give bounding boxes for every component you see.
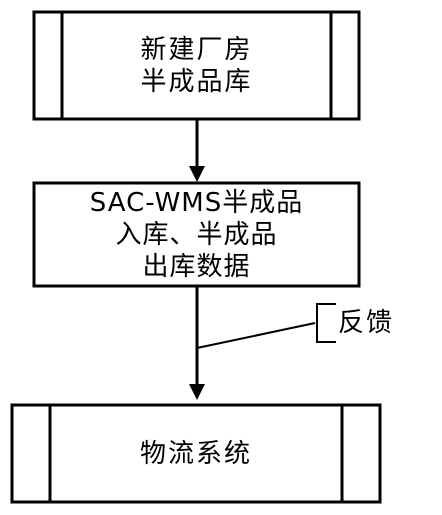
arrow-middle-to-bottom [189, 286, 205, 400]
process-box-bottom [10, 403, 382, 504]
process-bottom-label: 物流系统 [139, 438, 252, 469]
process-top-label: 新建厂房 半成品库 [140, 34, 253, 97]
annotation-bracket [196, 303, 336, 349]
middle-box-label: SAC-WMS半成品 入库、半成品 出库数据 [89, 187, 304, 282]
arrow-top-to-middle [189, 119, 205, 182]
annotation-label: 反馈 [338, 308, 395, 338]
